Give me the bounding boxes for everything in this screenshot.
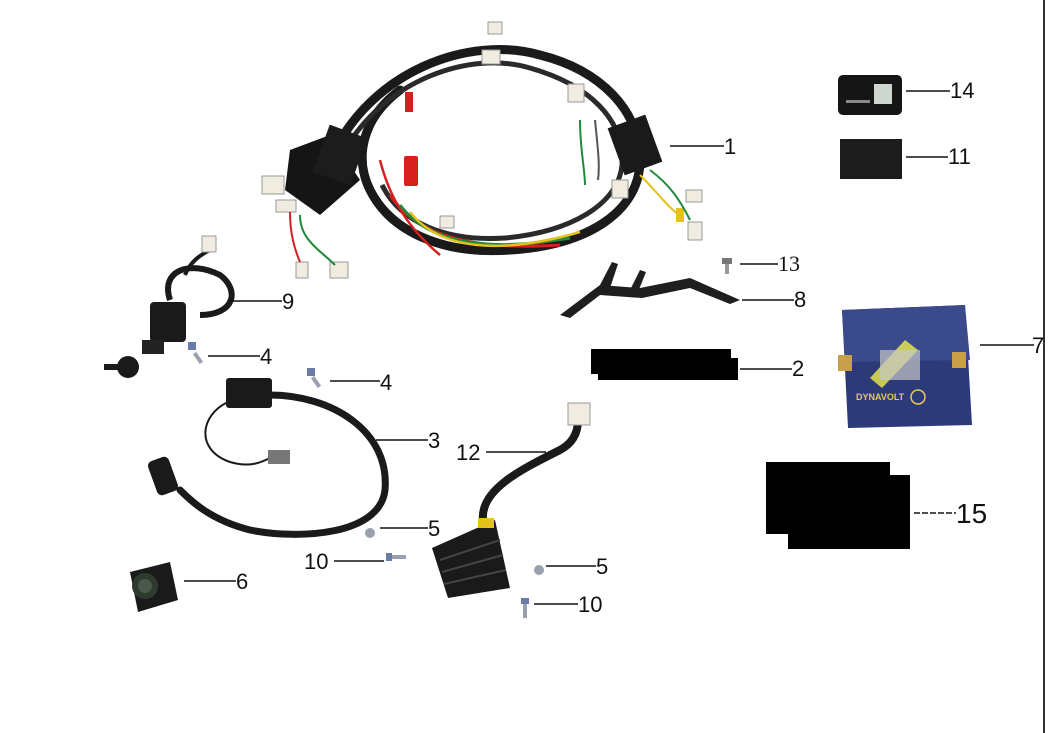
part-ignition-coil <box>147 378 389 538</box>
callout-5b: 5 <box>596 554 608 579</box>
part-battery: DYNAVOLT <box>838 305 972 428</box>
battery-brand-label: DYNAVOLT <box>856 392 905 402</box>
part-screw-4a <box>188 342 204 365</box>
part-hour-meter <box>838 75 902 115</box>
callout-13: 13 <box>778 251 800 276</box>
part-wire-harness <box>261 21 703 279</box>
callout-4a: 4 <box>260 344 272 369</box>
callout-7: 7 <box>1032 333 1044 358</box>
part-15-redacted <box>766 462 910 549</box>
part-nut-5a <box>365 528 375 538</box>
callout-9: 9 <box>282 289 294 314</box>
callout-14: 14 <box>950 78 974 103</box>
part-screw-13 <box>722 258 732 274</box>
part-bolt-10a <box>386 553 406 561</box>
callout-11: 11 <box>948 144 971 169</box>
part-foam-pad <box>840 139 902 179</box>
part-ignition-switch <box>104 235 235 378</box>
part-screw-4b <box>307 368 322 389</box>
callout-6: 6 <box>236 569 248 594</box>
part-nut-5b <box>534 565 544 575</box>
part-horn <box>130 562 178 612</box>
callout-5a: 5 <box>428 516 440 541</box>
callout-8: 8 <box>794 287 806 312</box>
callout-1: 1 <box>724 134 736 159</box>
callout-12: 12 <box>456 440 480 465</box>
callout-10a: 10 <box>304 549 328 574</box>
part-regulator <box>432 402 591 598</box>
callout-10b: 10 <box>578 592 602 617</box>
callout-15: 15 <box>956 498 987 529</box>
part-bracket <box>560 262 740 318</box>
part-2-redacted <box>591 349 738 380</box>
callout-2: 2 <box>792 356 804 381</box>
callout-3: 3 <box>428 428 440 453</box>
callout-4b: 4 <box>380 370 392 395</box>
part-bolt-10b <box>521 598 529 618</box>
